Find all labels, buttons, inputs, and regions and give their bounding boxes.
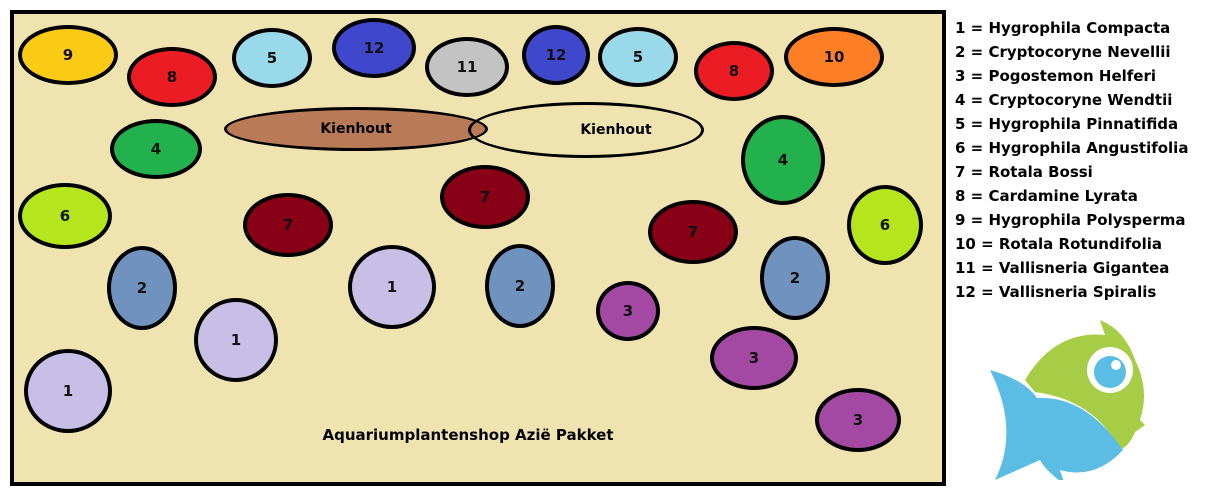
plant-3: 3 <box>710 326 798 390</box>
plant-number: 1 <box>386 278 398 296</box>
plant-8: 8 <box>127 47 217 107</box>
plant-number: 6 <box>879 216 891 234</box>
legend-item: 11 = Vallisneria Gigantea <box>955 259 1170 277</box>
plant-12: 12 <box>332 18 416 78</box>
plant-5: 5 <box>232 28 312 88</box>
plant-number: 5 <box>632 48 644 66</box>
plant-7: 7 <box>648 200 738 264</box>
plant-2: 2 <box>760 236 830 320</box>
plant-number: 12 <box>545 46 567 64</box>
plant-number: 7 <box>282 216 294 234</box>
layout-title: Aquariumplantenshop Azië Pakket <box>322 426 614 444</box>
legend-item: 7 = Rotala Bossi <box>955 163 1093 181</box>
plant-number: 10 <box>823 48 845 66</box>
legend-item: 3 = Pogostemon Helferi <box>955 67 1157 85</box>
legend-item: 4 = Cryptocoryne Wendtii <box>955 91 1173 109</box>
plant-number: 8 <box>166 68 178 86</box>
driftwood-label: Kienhout <box>320 121 392 137</box>
plant-number: 1 <box>62 382 74 400</box>
driftwood-label: Kienhout <box>580 122 652 138</box>
plant-7: 7 <box>243 193 333 257</box>
legend-item: 8 = Cardamine Lyrata <box>955 187 1138 205</box>
plant-number: 3 <box>852 411 864 429</box>
plant-4: 4 <box>110 119 202 179</box>
plant-8: 8 <box>694 41 774 101</box>
plant-number: 5 <box>266 49 278 67</box>
plant-5: 5 <box>598 27 678 87</box>
legend-item: 10 = Rotala Rotundifolia <box>955 235 1163 253</box>
plant-number: 2 <box>514 277 526 295</box>
plant-number: 3 <box>622 302 634 320</box>
plant-number: 4 <box>150 140 162 158</box>
driftwood-left: Kienhout <box>224 107 488 151</box>
driftwood-right: Kienhout <box>468 102 704 158</box>
plant-11: 11 <box>425 37 509 97</box>
plant-1: 1 <box>24 349 112 433</box>
plant-10: 10 <box>784 27 884 87</box>
plant-number: 3 <box>748 349 760 367</box>
plant-number: 2 <box>789 269 801 287</box>
legend-item: 6 = Hygrophila Angustifolia <box>955 139 1189 157</box>
plant-number: 1 <box>230 331 242 349</box>
plant-6: 6 <box>847 185 923 265</box>
plant-number: 12 <box>363 39 385 57</box>
plant-7: 7 <box>440 165 530 229</box>
legend: 1 = Hygrophila Compacta 2 = Cryptocoryne … <box>955 16 1188 304</box>
plant-2: 2 <box>485 244 555 328</box>
plant-6: 6 <box>18 183 112 249</box>
legend-item: 12 = Vallisneria Spiralis <box>955 283 1157 301</box>
plant-9: 9 <box>18 25 118 85</box>
plant-3: 3 <box>596 281 660 341</box>
plant-number: 7 <box>479 188 491 206</box>
legend-item: 5 = Hygrophila Pinnatifida <box>955 115 1179 133</box>
plant-number: 7 <box>687 223 699 241</box>
plant-4: 4 <box>741 115 825 205</box>
plant-1: 1 <box>194 298 278 382</box>
plant-3: 3 <box>815 388 901 452</box>
legend-item: 2 = Cryptocoryne Nevellii <box>955 43 1171 61</box>
plant-number: 8 <box>728 62 740 80</box>
plant-2: 2 <box>107 246 177 330</box>
plant-1: 1 <box>348 245 436 329</box>
plant-number: 9 <box>62 46 74 64</box>
fish-logo <box>990 320 1145 480</box>
legend-item: 9 = Hygrophila Polysperma <box>955 211 1186 229</box>
plant-number: 6 <box>59 207 71 225</box>
plant-number: 4 <box>777 151 789 169</box>
plant-12: 12 <box>522 25 590 85</box>
legend-item: 1 = Hygrophila Compacta <box>955 19 1171 37</box>
plant-number: 2 <box>136 279 148 297</box>
plant-number: 11 <box>456 58 478 76</box>
